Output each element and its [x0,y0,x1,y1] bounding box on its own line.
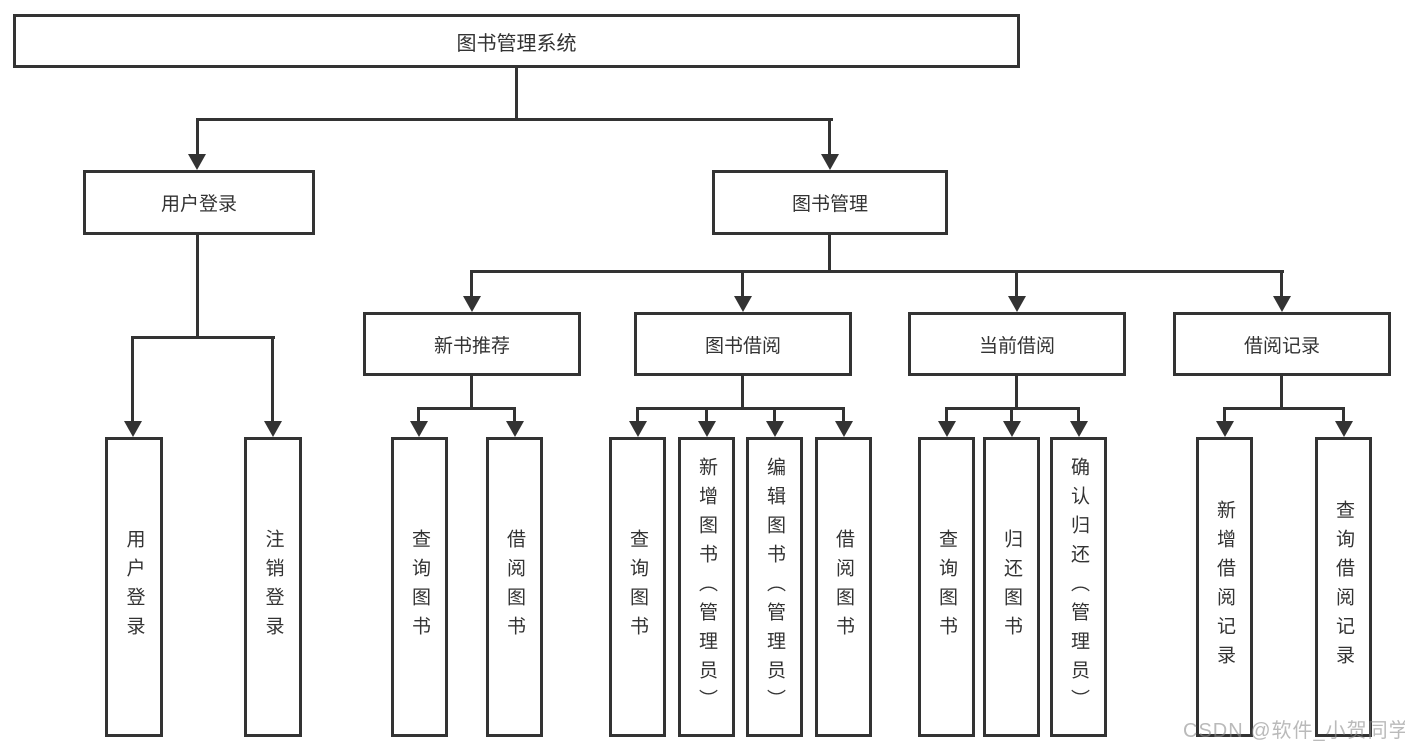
leaf-return-books: 归还图书 [983,437,1040,737]
leaf-logout: 注销登录 [244,437,302,737]
arrowhead-down-icon [1070,421,1088,437]
leaf-add-books-admin: 新增图书（管理员） [678,437,735,737]
connector-line [828,235,831,273]
connector-line [271,336,274,424]
arrowhead-down-icon [629,421,647,437]
arrowhead-down-icon [264,421,282,437]
node-book-management: 图书管理 [712,170,948,235]
arrowhead-down-icon [124,421,142,437]
leaf-confirm-return-admin: 确认归还（管理员） [1050,437,1107,737]
arrowhead-down-icon [766,421,784,437]
connector-line [131,336,275,339]
leaf-query-borrow-record: 查询借阅记录 [1315,437,1372,737]
connector-line [196,235,199,336]
connector-line [705,407,708,424]
leaf-add-borrow-record: 新增借阅记录 [1196,437,1253,737]
leaf-query-books-borrowing: 查询图书 [609,437,666,737]
csdn-watermark: CSDN @软件_小贺同学 [1183,720,1405,742]
connector-line [1223,407,1344,410]
connector-line [1280,376,1283,407]
arrowhead-down-icon [698,421,716,437]
arrowhead-down-icon [734,296,752,312]
arrowhead-down-icon [1003,421,1021,437]
connector-line [842,407,845,424]
arrowhead-down-icon [1273,296,1291,312]
leaf-edit-books-admin: 编辑图书（管理员） [746,437,803,737]
node-book-borrowing: 图书借阅 [634,312,852,376]
arrowhead-down-icon [1216,421,1234,437]
connector-line [470,376,473,407]
arrowhead-down-icon [821,154,839,170]
arrowhead-down-icon [506,421,524,437]
node-book-management-system: 图书管理系统 [13,14,1020,68]
connector-line [636,407,639,424]
connector-line [945,407,948,424]
node-new-book-recommendation: 新书推荐 [363,312,581,376]
leaf-query-books-current: 查询图书 [918,437,975,737]
arrowhead-down-icon [188,154,206,170]
leaf-borrow-books-borrowing: 借阅图书 [815,437,872,737]
leaf-user-login: 用户登录 [105,437,163,737]
connector-line [1223,407,1226,424]
connector-line [741,270,744,298]
arrowhead-down-icon [410,421,428,437]
connector-line [1010,407,1013,424]
node-current-borrowing: 当前借阅 [908,312,1126,376]
leaf-query-books-recommend: 查询图书 [391,437,448,737]
connector-line [196,118,833,121]
connector-line [513,407,516,424]
connector-line [470,270,1284,273]
arrowhead-down-icon [835,421,853,437]
connector-line [636,407,845,410]
connector-line [515,68,518,118]
connector-line [417,407,516,410]
connector-line [1280,270,1283,298]
arrowhead-down-icon [1008,296,1026,312]
connector-line [131,336,134,424]
connector-line [417,407,420,424]
arrowhead-down-icon [463,296,481,312]
arrowhead-down-icon [1335,421,1353,437]
connector-line [1342,407,1345,424]
connector-line [196,118,199,156]
leaf-borrow-books-recommend: 借阅图书 [486,437,543,737]
connector-line [1077,407,1080,424]
node-borrowing-records: 借阅记录 [1173,312,1391,376]
connector-line [828,118,831,156]
connector-line [1015,376,1018,407]
connector-line [773,407,776,424]
node-user-login: 用户登录 [83,170,315,235]
connector-line [1015,270,1018,298]
connector-line [470,270,473,298]
arrowhead-down-icon [938,421,956,437]
connector-line [741,376,744,407]
